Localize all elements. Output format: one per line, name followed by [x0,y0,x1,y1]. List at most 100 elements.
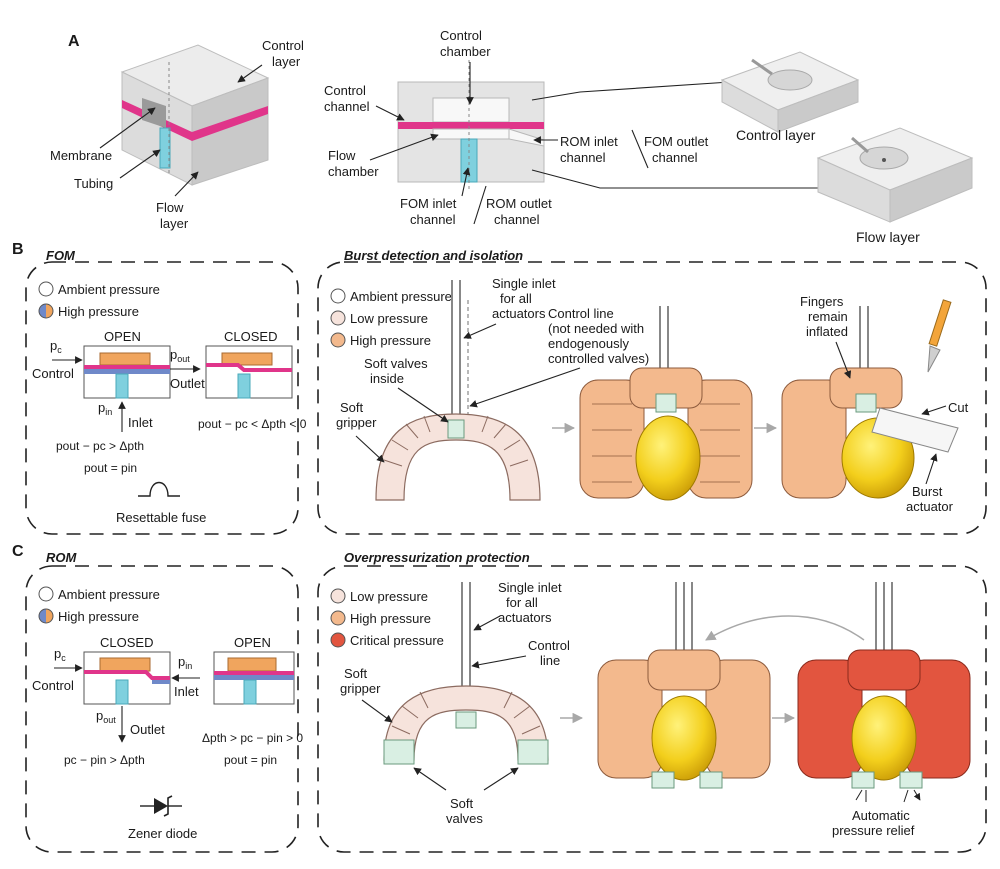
over-valves-1: Soft [450,796,474,811]
over-cluster-2 [797,582,971,802]
ctrl-channel-1: Control [324,83,366,98]
burst-valves-1: Soft valves [364,356,428,371]
burst-legend-ambient: Ambient pressure [350,289,452,304]
rom-inlet: Inlet [174,684,199,699]
zener-symbol: Zener diode [128,795,197,841]
over-title: Overpressurization protection [344,550,530,565]
burst-ctrl-2: (not needed with [548,321,644,336]
burst-ctrl-1: Control line [548,306,614,321]
fom-pin: pin [98,400,112,417]
cross-section [397,60,545,190]
rom-open-label: OPEN [234,635,271,650]
fom-closed-valve: CLOSED pout − pc < Δpth < 0 [198,329,307,431]
ctrl-channel-2: channel [324,99,370,114]
panel-a: A Control layer Membrane Tubing Flow lay… [50,28,974,245]
section-membrane [398,122,544,129]
section-labels: Control chamber Control channel Flow cha… [324,28,826,227]
panel-b: B FOM Ambient pressure High pressure OPE… [12,241,987,535]
burst-inlet-3: actuators [492,306,546,321]
rom-open-valve: OPEN Δpth > pc − pin > 0 pout = pin [202,635,303,767]
control-layer-block [720,51,860,133]
burst-ctrl-4: controlled valves) [548,351,649,366]
iso-flow-layer-2: layer [160,216,189,231]
fingers-3: inflated [806,324,848,339]
iso-control-layer-1: Control [262,38,304,53]
resettable-fuse-icon [138,481,180,497]
fom-open-label: OPEN [104,329,141,344]
rom-closed-valve: CLOSED [83,635,171,705]
burst-cluster-2-labels: Fingers remain inflated Cut Burst actuat… [800,294,969,514]
zener-diode-icon [140,795,182,817]
over-gripper-labels: Single inlet for all actuators Control l… [340,580,570,826]
over-ctrl-2: line [540,653,560,668]
fom-outlet-2: channel [652,150,698,165]
burst-act-2: actuator [906,499,954,514]
legend-ambient-swatch [38,281,54,297]
fom-eq-open-1: pout − pc > Δpth [56,439,144,453]
over-legend-high: High pressure [350,611,431,626]
flow-chamber-2: chamber [328,164,379,179]
fom-pout: pout [170,347,190,364]
relief-2: pressure relief [832,823,915,838]
over-cluster-1 [597,582,771,789]
rom-legend: Ambient pressure High pressure [38,586,160,624]
fom-outlet-1: FOM outlet [644,134,709,149]
fom-eq-open-2: pout = pin [84,461,137,475]
control-chamber [432,97,510,123]
rom-eq-open-1: Δpth > pc − pin > 0 [202,731,303,745]
iso-membrane-label: Membrane [50,148,112,163]
fuse-symbol: Resettable fuse [116,481,206,525]
panel-a-letter: A [68,33,80,50]
flow-layer-block [816,127,974,223]
fingers-2: remain [808,309,848,324]
iso-device [120,44,270,186]
rom-closed-label: CLOSED [100,635,153,650]
over-inlet-2: for all [506,595,538,610]
fom-title: FOM [46,248,76,263]
flow-chamber [432,128,510,140]
iso-control-layer-2: layer [272,54,301,69]
relief-1: Automatic [852,808,910,823]
rom-pout: pout [96,708,116,725]
rom-inlet-1: ROM inlet [560,134,618,149]
fom-legend: Ambient pressure High pressure [38,281,160,319]
burst-act-1: Burst [912,484,943,499]
fuse-label: Resettable fuse [116,510,206,525]
panel-c-letter: C [12,543,24,560]
rom-eq-open-2: pout = pin [224,753,277,767]
over-inlet-3: actuators [498,610,552,625]
fom-inlet-2: channel [410,212,456,227]
burst-legend-low: Low pressure [350,311,428,326]
ctrl-chamber-1: Control [440,28,482,43]
ctrl-chamber-2: chamber [440,44,491,59]
fom-pc: pc [50,338,62,355]
rom-legend-ambient: Ambient pressure [58,587,160,602]
over-box [317,565,987,853]
legend-high-swatch [38,303,54,319]
fom-eq-closed: pout − pc < Δpth < 0 [198,417,307,431]
rom-pc: pc [54,646,66,663]
rom-eq-closed: pc − pin > Δpth [64,753,145,767]
over-gripper-1: Soft [344,666,368,681]
control-layer-title: Control layer [736,127,816,143]
over-gripper-2: gripper [340,681,381,696]
zener-label: Zener diode [128,826,197,841]
over-legend: Low pressure High pressure Critical pres… [330,588,444,648]
panel-c: C ROM Ambient pressure High pressure CLO… [12,543,987,853]
burst-legend: Ambient pressure Low pressure High press… [330,288,452,348]
burst-title: Burst detection and isolation [344,248,523,263]
fingers-1: Fingers [800,294,844,309]
fom-box [25,261,299,535]
burst-ctrl-3: endogenously [548,336,629,351]
iso-tubing [159,127,171,169]
rom-inlet-2: channel [560,150,606,165]
panel-b-letter: B [12,241,24,258]
burst-valves-2: inside [370,371,404,386]
rom-outlet: Outlet [130,722,165,737]
fom-legend-high: High pressure [58,304,139,319]
flow-layer-title: Flow layer [856,229,920,245]
fom-open-valve: OPEN [83,329,171,399]
burst-cluster-1 [579,306,753,501]
over-ctrl-1: Control [528,638,570,653]
